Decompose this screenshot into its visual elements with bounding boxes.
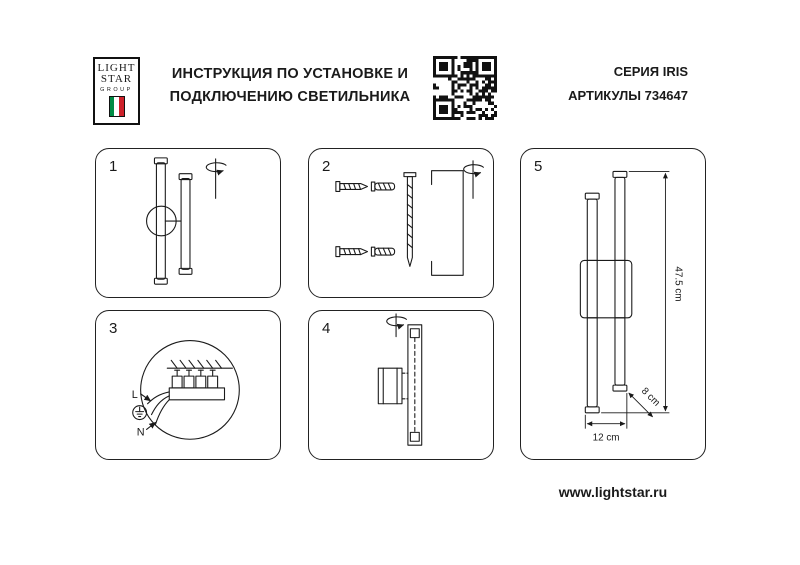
series-info: СЕРИЯ IRIS АРТИКУЛЫ 734647 — [498, 64, 688, 103]
website-url: www.lightstar.ru — [558, 484, 668, 500]
mounting-plate — [407, 324, 423, 446]
lightstar-logo: LIGHT STAR GROUP — [93, 57, 140, 125]
long-screw-icon — [403, 172, 417, 267]
qr-code-icon — [433, 56, 497, 120]
wall-hatch — [166, 359, 233, 369]
mounting-bracket — [431, 170, 464, 276]
title-line-2: ПОДКЛЮЧЕНИЮ СВЕТИЛЬНИКА — [169, 89, 411, 105]
step-number-2: 2 — [322, 158, 331, 175]
fixture-bracket — [377, 367, 403, 405]
width-dimension-label: 12 cm — [593, 433, 620, 444]
screw-and-dowel-icon — [335, 181, 396, 192]
ground-icon — [132, 405, 148, 421]
terminal-block — [168, 369, 226, 401]
detail-magnifier-circle — [140, 340, 240, 440]
step-panel-2: 2 — [308, 148, 494, 298]
wire-neutral-label: N — [137, 426, 145, 438]
wire-line-label: L — [132, 389, 138, 401]
lamp-side-view-drawing — [146, 157, 227, 285]
step-number-5: 5 — [534, 158, 543, 175]
title-line-1: ИНСТРУКЦИЯ ПО УСТАНОВКЕ И — [171, 66, 409, 82]
step-panel-4: 4 — [308, 310, 494, 460]
wiring-detail-drawing: L N — [132, 340, 240, 440]
rotate-screw-icon — [205, 158, 227, 199]
series-label: СЕРИЯ IRIS — [613, 64, 688, 79]
step-number-3: 3 — [109, 320, 118, 337]
mounting-hardware-drawing — [335, 160, 484, 276]
page-title: ИНСТРУКЦИЯ ПО УСТАНОВКЕ И ПОДКЛЮЧЕНИЮ СВ… — [155, 63, 425, 109]
dimension-lines — [584, 170, 670, 429]
step-panel-3: 3 — [95, 310, 281, 460]
lamp-dimensions-drawing: 47.5 cm 12 cm 8 cm — [579, 170, 683, 444]
height-dimension-label: 47.5 cm — [672, 266, 683, 301]
logo-star: STAR — [100, 73, 133, 85]
step-number-1: 1 — [109, 158, 118, 175]
lamp-body — [579, 259, 633, 319]
bracket-mounting-drawing — [377, 313, 423, 446]
rotate-screw-icon — [386, 313, 407, 338]
step-panel-5: 5 — [520, 148, 706, 460]
step-number-4: 4 — [322, 320, 331, 337]
wires — [147, 391, 170, 426]
articles-label: АРТИКУЛЫ 734647 — [568, 88, 688, 103]
depth-dimension-label: 8 cm — [639, 386, 662, 409]
logo-light: LIGHT — [97, 62, 136, 74]
rotate-screw-icon — [463, 160, 484, 199]
italy-flag-icon — [108, 96, 125, 117]
logo-group: GROUP — [100, 87, 133, 93]
step-panel-1: 1 — [95, 148, 281, 298]
